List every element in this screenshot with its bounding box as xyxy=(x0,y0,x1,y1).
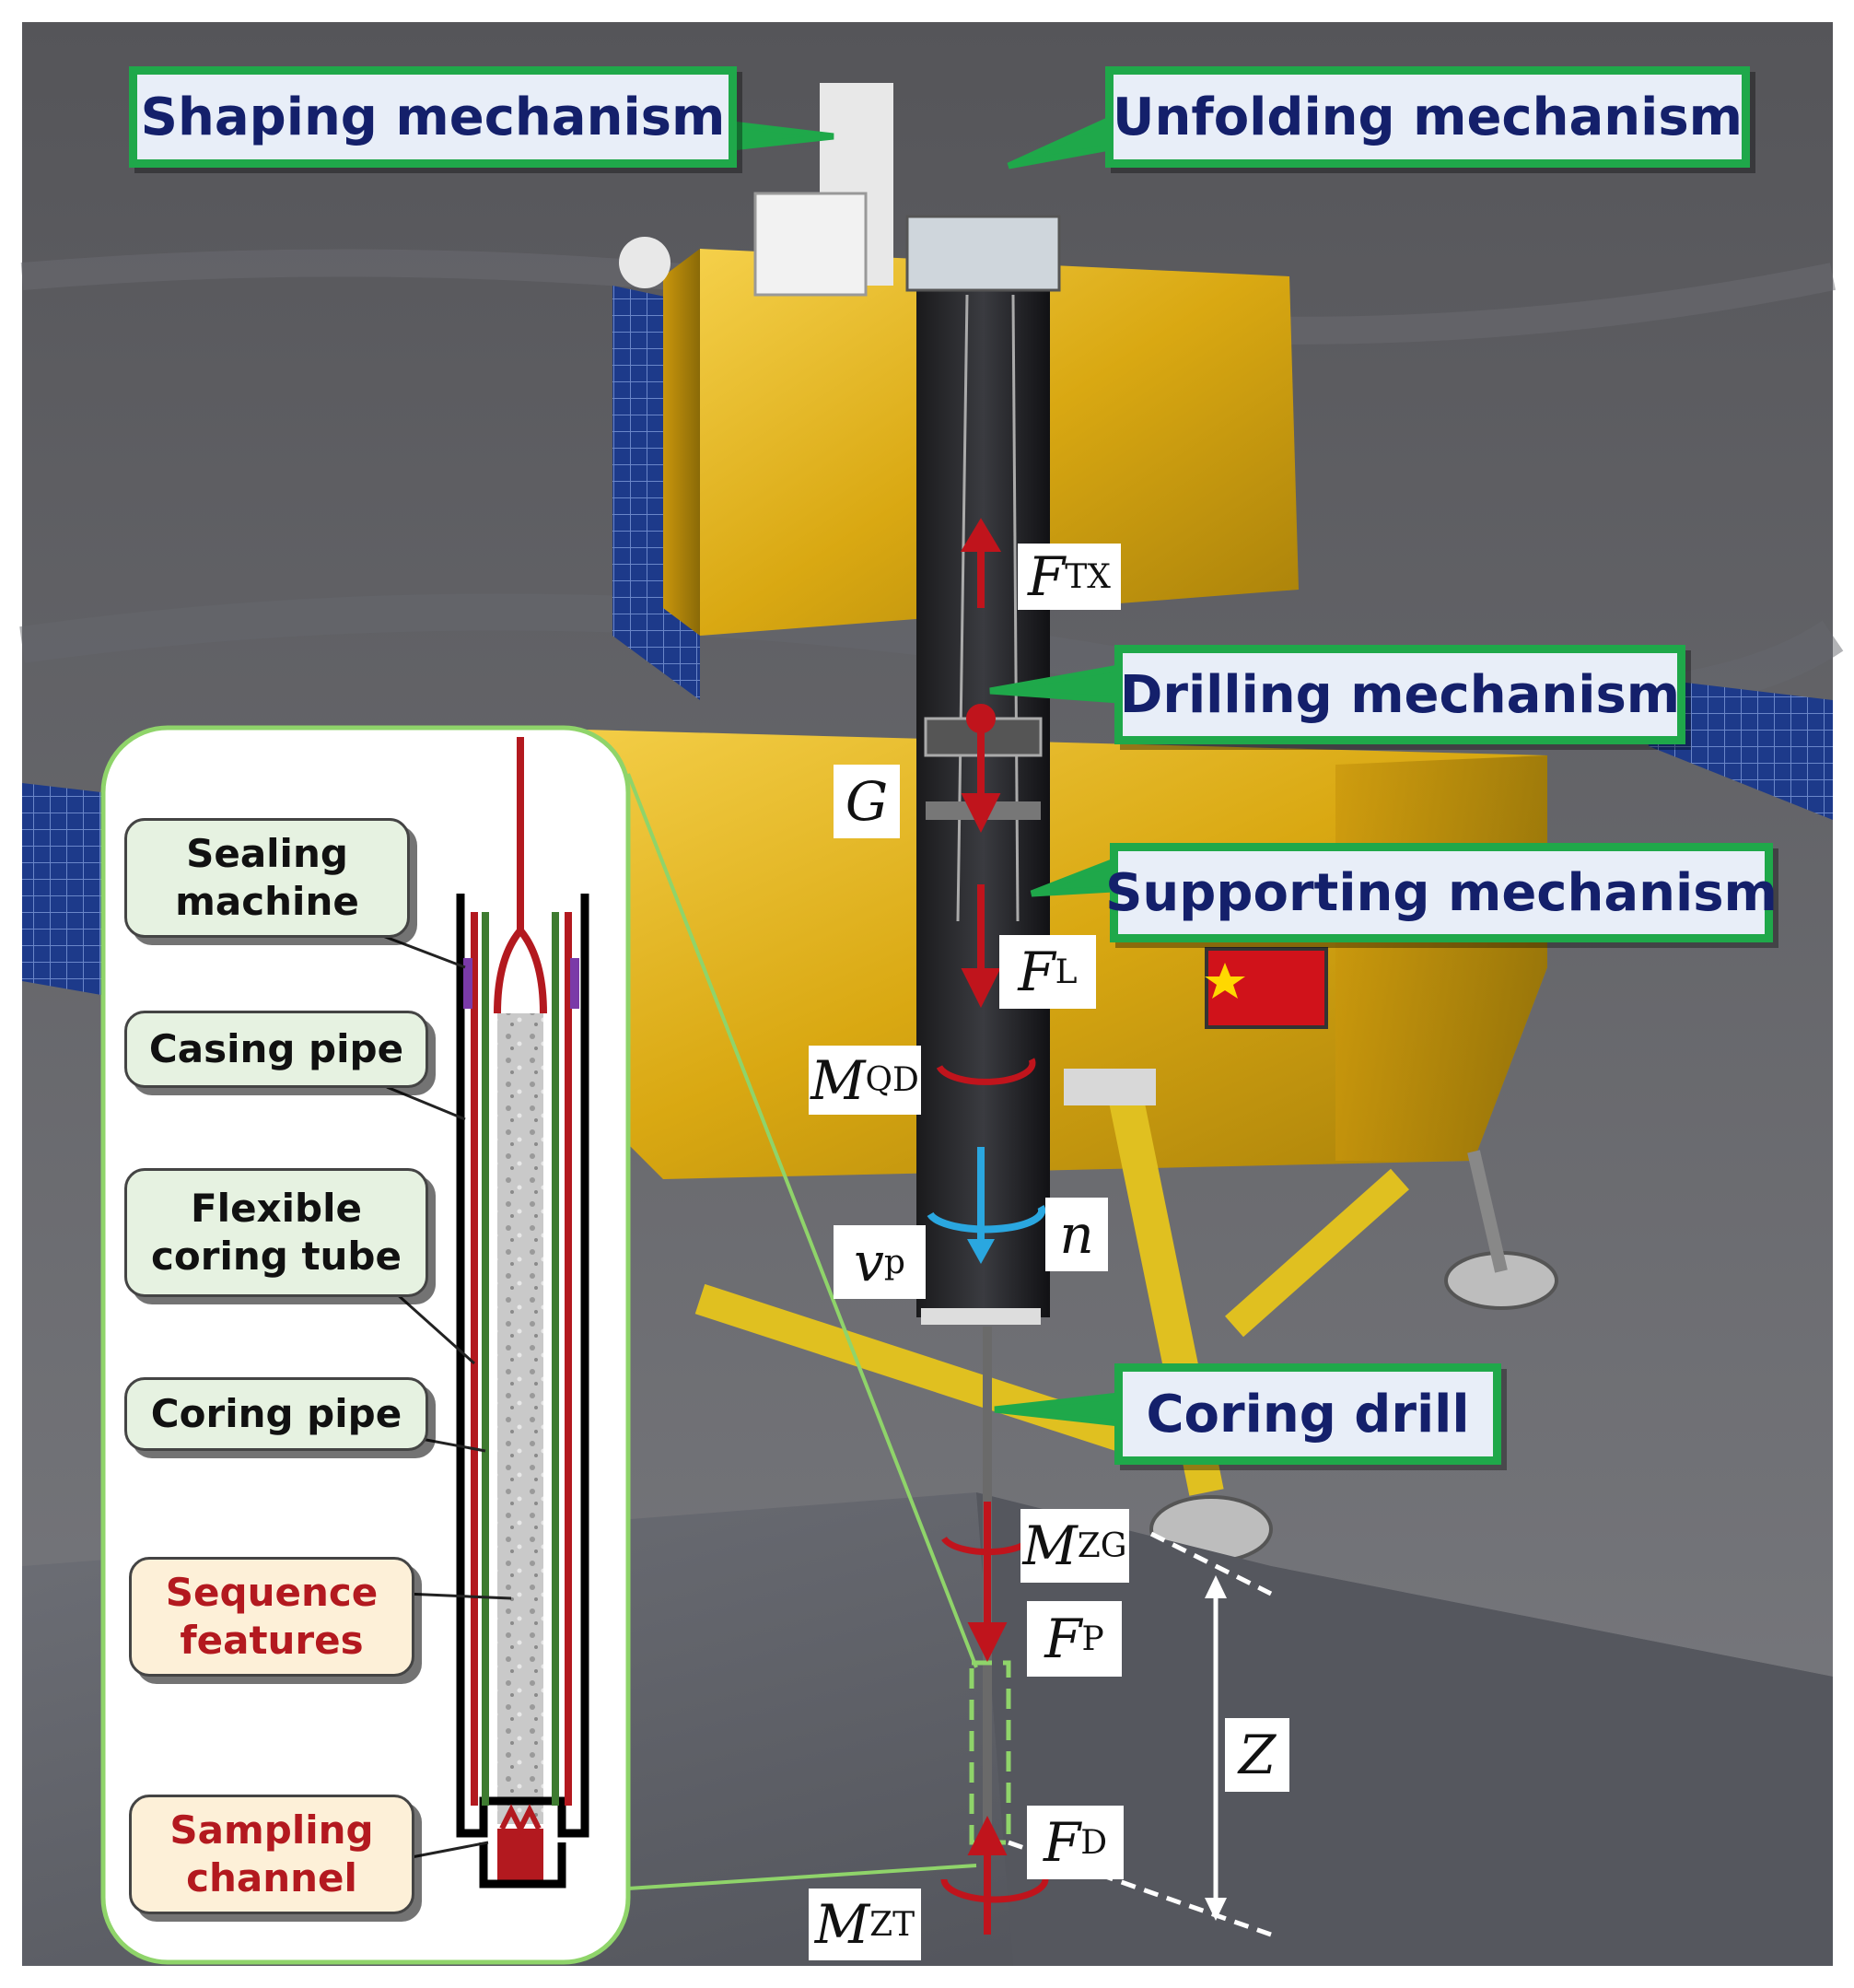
casing-pipe-label: Casing pipe xyxy=(124,1011,428,1088)
inset-cross-section xyxy=(456,737,589,1889)
drilling-mechanism-label: Drilling mechanism xyxy=(1114,645,1685,744)
left-solar-panel xyxy=(22,783,101,995)
coring-pipe-label: Coring pipe xyxy=(124,1377,428,1451)
coring-drill-label: Coring drill xyxy=(1114,1363,1501,1465)
unfolding-mechanism-label: Unfolding mechanism xyxy=(1105,66,1750,168)
right-solar-panel xyxy=(1639,677,1833,820)
force-arrows xyxy=(960,518,1008,1935)
symbol-z: Z xyxy=(1225,1718,1289,1792)
supporting-mechanism-label: Supporting mechanism xyxy=(1105,843,1778,942)
shaping-mechanism-label: Shaping mechanism xyxy=(129,66,737,168)
symbol-g: G xyxy=(834,765,900,838)
symbol-n: n xyxy=(1045,1198,1108,1271)
